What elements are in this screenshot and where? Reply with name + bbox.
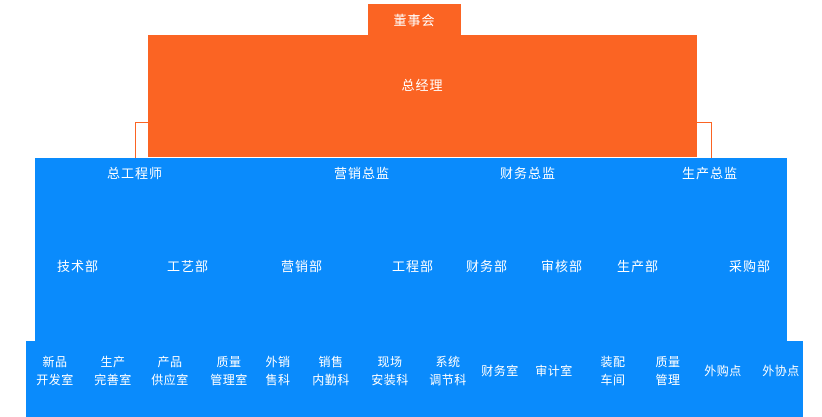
unit-item-6[interactable]: 现场安装科 bbox=[371, 353, 409, 389]
unit-item-10-line1: 装配 bbox=[600, 355, 626, 369]
director-item-0[interactable]: 总工程师 bbox=[106, 167, 164, 182]
unit-item-1-line2: 完善室 bbox=[94, 373, 132, 387]
department-item-3[interactable]: 工程部 bbox=[391, 260, 435, 275]
unit-item-5[interactable]: 销售内勤科 bbox=[312, 353, 350, 389]
general-manager-box[interactable]: 总经理 bbox=[148, 35, 697, 157]
management-body-panel bbox=[35, 158, 787, 342]
unit-item-5-line1: 销售 bbox=[318, 355, 344, 369]
unit-item-9-line1: 审计室 bbox=[535, 364, 573, 378]
unit-item-3-line2: 管理室 bbox=[210, 373, 248, 387]
unit-item-3[interactable]: 质量管理室 bbox=[210, 353, 248, 389]
unit-item-0-line2: 开发室 bbox=[36, 373, 74, 387]
unit-item-4-line1: 外销 bbox=[265, 355, 291, 369]
director-item-1[interactable]: 营销总监 bbox=[333, 167, 391, 182]
unit-item-7-line2: 调节科 bbox=[429, 373, 467, 387]
unit-item-1-line1: 生产 bbox=[100, 355, 126, 369]
unit-item-2-line2: 供应室 bbox=[151, 373, 189, 387]
unit-item-12[interactable]: 外购点 bbox=[704, 362, 742, 380]
unit-item-6-line1: 现场 bbox=[377, 355, 403, 369]
unit-item-2-line1: 产品 bbox=[157, 355, 183, 369]
units-footer-panel bbox=[26, 341, 803, 417]
unit-item-0-line1: 新品 bbox=[42, 355, 68, 369]
unit-item-5-line2: 内勤科 bbox=[312, 373, 350, 387]
department-item-1[interactable]: 工艺部 bbox=[166, 260, 210, 275]
unit-item-8[interactable]: 财务室 bbox=[481, 362, 519, 380]
board-of-directors-box[interactable]: 董事会 bbox=[368, 4, 461, 35]
unit-item-2[interactable]: 产品供应室 bbox=[151, 353, 189, 389]
unit-item-12-line1: 外购点 bbox=[704, 364, 742, 378]
unit-item-0[interactable]: 新品开发室 bbox=[36, 353, 74, 389]
unit-item-10-line2: 车间 bbox=[600, 373, 626, 387]
general-manager-label: 总经理 bbox=[401, 79, 444, 94]
unit-item-9[interactable]: 审计室 bbox=[535, 362, 573, 380]
connector-left-bracket bbox=[135, 122, 150, 160]
unit-item-11-line2: 管理 bbox=[655, 373, 681, 387]
unit-item-3-line1: 质量 bbox=[216, 355, 242, 369]
unit-item-7[interactable]: 系统调节科 bbox=[429, 353, 467, 389]
unit-item-13[interactable]: 外协点 bbox=[762, 362, 800, 380]
director-item-3[interactable]: 生产总监 bbox=[681, 167, 739, 182]
department-item-6[interactable]: 生产部 bbox=[616, 260, 660, 275]
unit-item-8-line1: 财务室 bbox=[481, 364, 519, 378]
department-item-2[interactable]: 营销部 bbox=[280, 260, 324, 275]
unit-item-6-line2: 安装科 bbox=[371, 373, 409, 387]
unit-item-4-line2: 售科 bbox=[265, 373, 291, 387]
board-of-directors-label: 董事会 bbox=[393, 14, 436, 29]
department-item-0[interactable]: 技术部 bbox=[56, 260, 100, 275]
unit-item-11[interactable]: 质量管理 bbox=[655, 353, 680, 389]
connector-right-bracket bbox=[697, 122, 712, 160]
director-item-2[interactable]: 财务总监 bbox=[499, 167, 557, 182]
unit-item-13-line1: 外协点 bbox=[762, 364, 800, 378]
department-item-4[interactable]: 财务部 bbox=[465, 260, 509, 275]
unit-item-10[interactable]: 装配车间 bbox=[600, 353, 625, 389]
unit-item-7-line1: 系统 bbox=[435, 355, 461, 369]
department-item-7[interactable]: 采购部 bbox=[728, 260, 772, 275]
department-item-5[interactable]: 审核部 bbox=[540, 260, 584, 275]
unit-item-1[interactable]: 生产完善室 bbox=[94, 353, 132, 389]
unit-item-4[interactable]: 外销售科 bbox=[265, 353, 290, 389]
unit-item-11-line1: 质量 bbox=[655, 355, 681, 369]
